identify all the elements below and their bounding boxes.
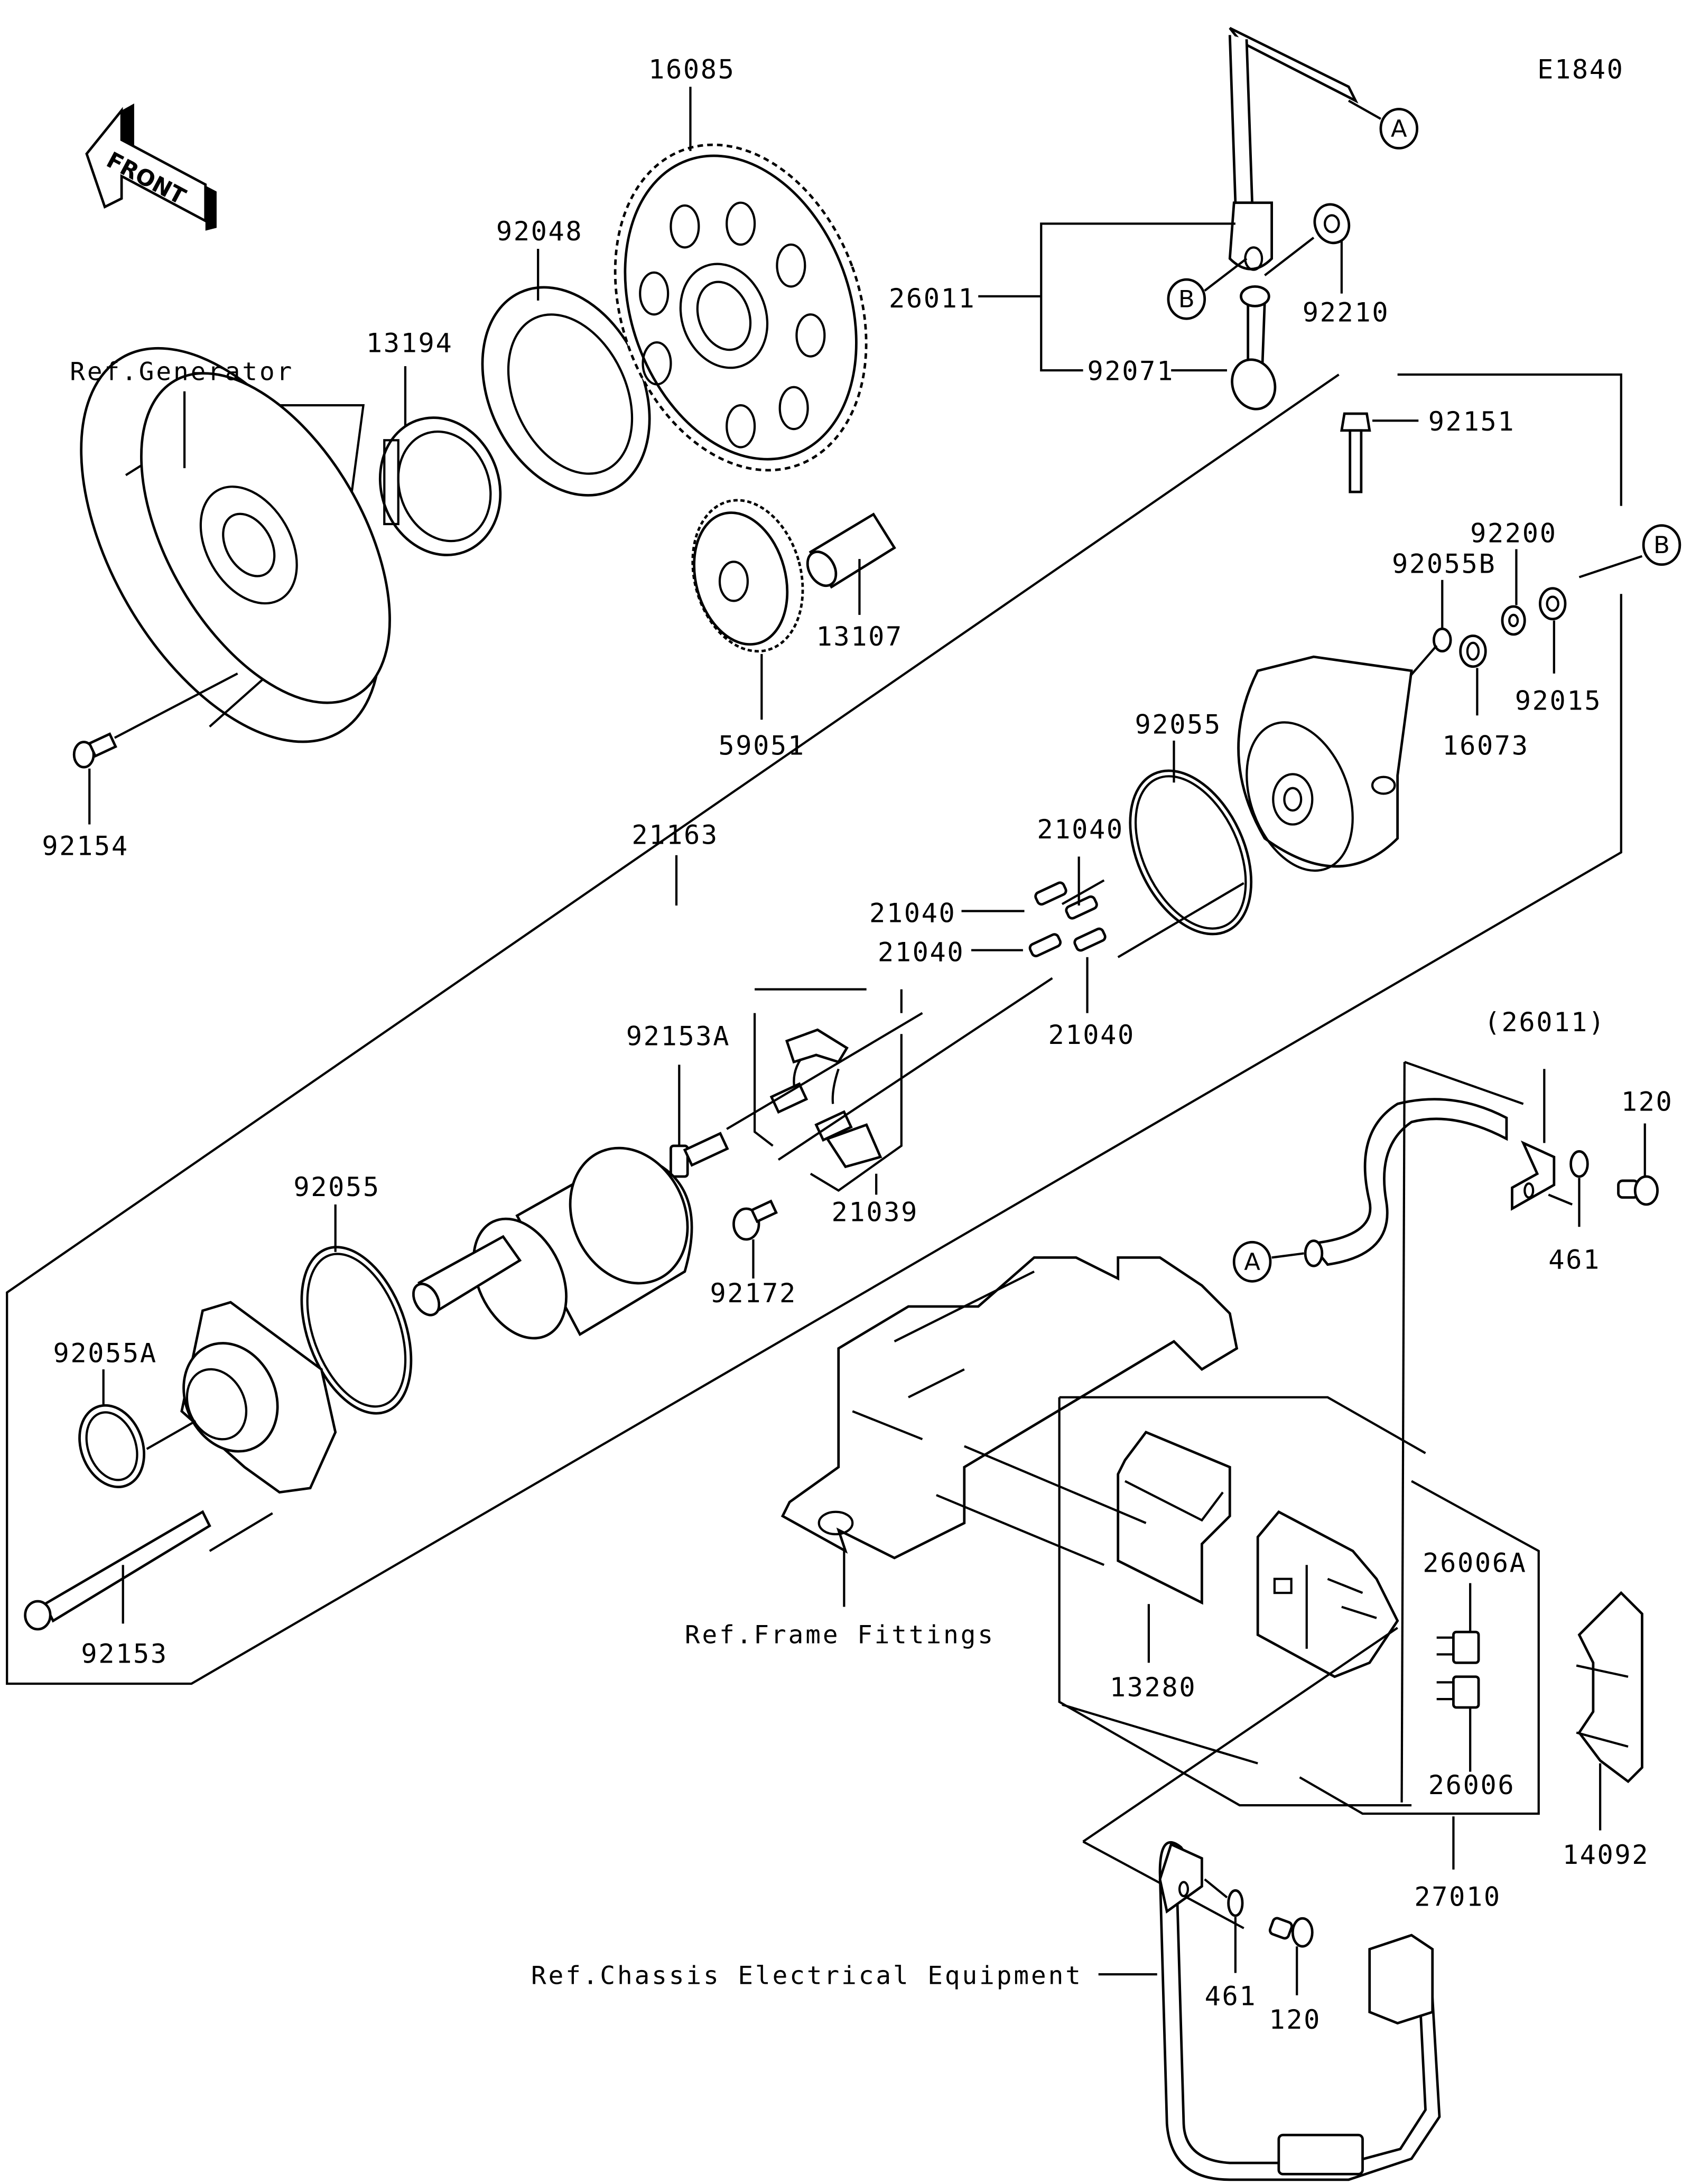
bolt-120-upper <box>1617 1175 1659 1206</box>
one-way-clutch-13194 <box>378 416 502 556</box>
part-label-92153: 92153 <box>81 1638 168 1669</box>
starter-cable-ref-26011 <box>1304 1098 1556 1267</box>
part-label-21040-c: 21040 <box>878 937 964 968</box>
lock-washer-461-upper <box>1569 1150 1589 1178</box>
part-label-92071: 92071 <box>1088 356 1174 387</box>
part-label-120-lower: 120 <box>1269 2004 1321 2035</box>
part-label-461-lower: 461 <box>1205 1980 1257 2011</box>
part-label-21039: 21039 <box>832 1197 918 1228</box>
part-label-21163: 21163 <box>631 819 718 851</box>
starter-rear-cover <box>180 1301 337 1494</box>
screw-92172 <box>732 1199 778 1241</box>
part-label-16073: 16073 <box>1442 730 1529 761</box>
bolt-120-lower <box>1268 1917 1314 1948</box>
connector-b-right-icon: B <box>1578 524 1681 578</box>
part-label-14092: 14092 <box>1563 1839 1649 1870</box>
screw-92154 <box>72 732 117 769</box>
fuse-26006 <box>1436 1675 1480 1709</box>
part-label-92055-upper: 92055 <box>1135 709 1221 740</box>
lock-washer-461-lower <box>1227 1889 1244 1917</box>
ref-frame-fittings-label: Ref.Frame Fittings <box>685 1620 995 1649</box>
starter-relay <box>1256 1510 1399 1678</box>
brush-holder-21039 <box>769 1028 882 1169</box>
part-label-92048: 92048 <box>496 216 583 247</box>
connector-b-right-letter: B <box>1653 531 1670 559</box>
long-bolt-92153 <box>24 1510 211 1631</box>
bolt-92151 <box>1340 412 1371 493</box>
part-label-26011-ref: (26011) <box>1484 1006 1606 1038</box>
part-label-92210: 92210 <box>1303 296 1389 328</box>
connector-b-letter: B <box>1178 285 1195 313</box>
connector-a-letter: A <box>1391 115 1407 143</box>
part-label-21040-d: 21040 <box>1048 1019 1135 1050</box>
starter-motor-yoke <box>412 1146 693 1340</box>
brush-spring-21040-c <box>1028 933 1062 957</box>
o-ring-92055A <box>78 1404 145 1488</box>
o-ring-92055-lower <box>300 1246 413 1415</box>
starter-cable-26011 <box>1228 26 1359 410</box>
part-label-26006A: 26006A <box>1423 1547 1527 1578</box>
front-arrow-icon: FRONT <box>85 103 217 231</box>
brush-spring-21040-d <box>1073 927 1107 952</box>
part-label-120-upper: 120 <box>1621 1086 1674 1117</box>
bushing-16073 <box>1459 634 1487 668</box>
starter-front-cover <box>1237 655 1413 872</box>
part-label-92055A: 92055A <box>53 1338 157 1369</box>
part-label-21040-a: 21040 <box>869 898 956 929</box>
part-label-461-upper: 461 <box>1548 1244 1601 1275</box>
washer-92200 <box>1501 605 1526 636</box>
part-label-27010: 27010 <box>1414 1881 1501 1912</box>
part-label-13107: 13107 <box>816 621 903 652</box>
generator-rotor <box>80 347 391 743</box>
part-label-59051: 59051 <box>718 730 805 761</box>
bolt-92153A <box>670 1132 729 1178</box>
part-label-21040-b: 21040 <box>1037 814 1123 845</box>
fuse-26006A <box>1436 1630 1480 1664</box>
brush-spring-21040-a <box>1034 881 1067 906</box>
part-label-13280: 13280 <box>1110 1672 1196 1703</box>
connector-b-icon: B <box>1167 257 1248 320</box>
diagram-code: E1840 <box>1537 53 1624 85</box>
nut-92210 <box>1313 203 1351 245</box>
part-label-26011: 26011 <box>889 283 975 314</box>
part-label-26006: 26006 <box>1428 1769 1515 1800</box>
nut-92015 <box>1539 587 1567 621</box>
connector-a-lower-letter: A <box>1244 1248 1260 1276</box>
part-label-92172: 92172 <box>710 1277 796 1309</box>
connector-a-icon: A <box>1348 99 1419 150</box>
relay-cover-13280 <box>1117 1431 1231 1605</box>
ref-generator-label: Ref.Generator <box>70 358 294 387</box>
shaft-13107 <box>806 512 896 589</box>
ref-chassis-electrical-label: Ref.Chassis Electrical Equipment <box>531 1962 1083 1991</box>
fuse-cover-14092 <box>1576 1591 1643 1784</box>
part-label-92200: 92200 <box>1470 517 1557 548</box>
part-label-92055B: 92055B <box>1392 548 1496 580</box>
relay-wire-harness <box>1158 1841 1441 2181</box>
part-label-92153A: 92153A <box>626 1020 730 1051</box>
part-label-13194: 13194 <box>366 328 453 359</box>
part-label-92154: 92154 <box>42 830 128 862</box>
starter-gear-16085 <box>614 143 868 472</box>
part-label-92151: 92151 <box>1428 406 1515 437</box>
connector-a-lower-icon: A <box>1232 1240 1304 1283</box>
part-label-16085: 16085 <box>648 53 735 85</box>
o-ring-92055B <box>1433 627 1452 653</box>
frame-fitting-bracket <box>781 1256 1239 1560</box>
part-label-92015: 92015 <box>1515 685 1602 716</box>
part-label-92055-lower: 92055 <box>293 1171 380 1202</box>
o-ring-92055-upper <box>1129 769 1253 936</box>
idle-gear-59051 <box>691 499 804 653</box>
